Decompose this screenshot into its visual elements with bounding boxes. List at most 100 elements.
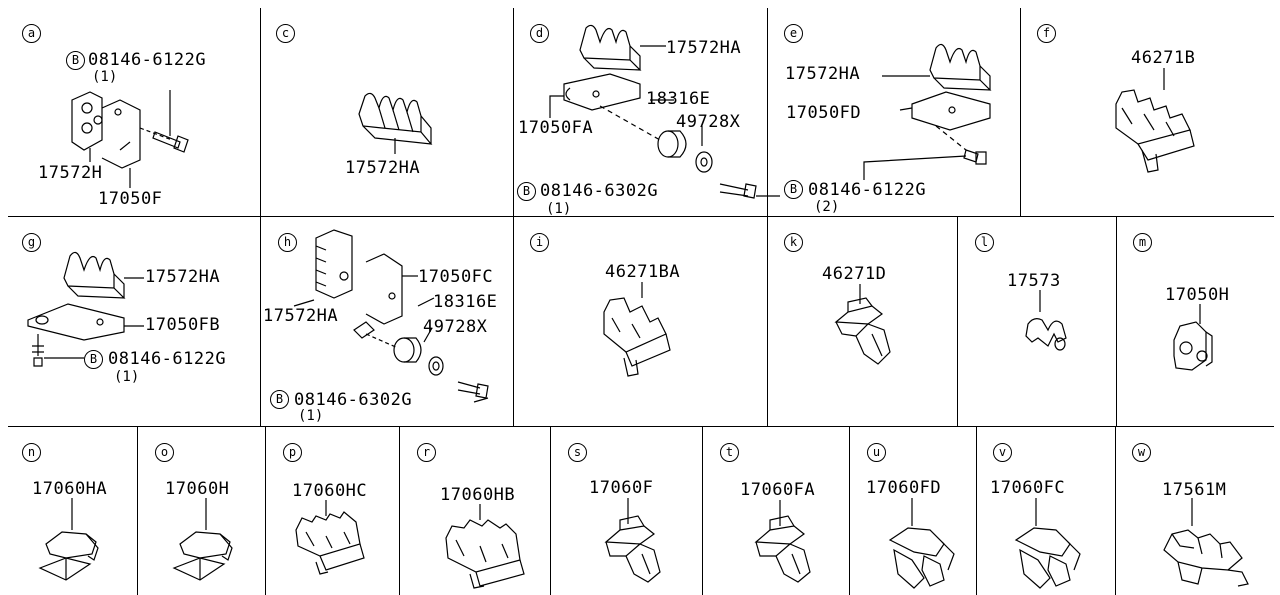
fuel-tube-clip-icon bbox=[1014, 498, 1081, 589]
part-quantity: (1) bbox=[114, 369, 140, 385]
part-quantity: (2) bbox=[814, 199, 840, 215]
section-badge-o: o bbox=[155, 443, 174, 462]
part-number-bolt[interactable]: 08146-6122G bbox=[88, 50, 207, 70]
part-number-17572HA[interactable]: 17572HA bbox=[345, 158, 421, 178]
fuel-tube-clip-icon bbox=[604, 498, 661, 583]
grid-line bbox=[137, 426, 138, 595]
part-number-49728X[interactable]: 49728X bbox=[423, 317, 488, 337]
section-badge-e: e bbox=[784, 24, 803, 43]
clamp-bracket-icon bbox=[27, 251, 144, 367]
part-number-17060HC[interactable]: 17060HC bbox=[292, 481, 368, 501]
part-number-17050FA[interactable]: 17050FA bbox=[518, 118, 594, 138]
part-number-17573[interactable]: 17573 bbox=[1007, 271, 1061, 291]
part-number-bolt[interactable]: 08146-6302G bbox=[540, 181, 659, 201]
clamp-bracket-icon bbox=[71, 90, 189, 188]
grid-line bbox=[550, 426, 551, 595]
part-number-17060HB[interactable]: 17060HB bbox=[440, 485, 516, 505]
grid-line bbox=[702, 426, 703, 595]
part-quantity: (1) bbox=[546, 201, 572, 217]
part-number-17050F[interactable]: 17050F bbox=[98, 189, 163, 209]
bolt-b-icon: B bbox=[784, 180, 803, 199]
part-quantity: (1) bbox=[92, 69, 118, 85]
section-badge-w: w bbox=[1132, 443, 1151, 462]
part-number-46271D[interactable]: 46271D bbox=[822, 264, 887, 284]
part-number-17561M[interactable]: 17561M bbox=[1162, 480, 1227, 500]
grid-line bbox=[767, 8, 768, 216]
fuel-tube-clip-icon bbox=[888, 498, 955, 589]
part-number-17572HA[interactable]: 17572HA bbox=[145, 267, 221, 287]
fuel-tube-clip-icon bbox=[295, 500, 365, 575]
grid-line bbox=[767, 216, 768, 426]
part-quantity: (1) bbox=[298, 408, 324, 424]
grid-line bbox=[513, 216, 514, 426]
section-badge-l: l bbox=[975, 233, 994, 252]
grid-line bbox=[957, 216, 958, 426]
clamp-bracket-icon bbox=[293, 229, 489, 403]
fuel-tube-clip-icon bbox=[445, 504, 525, 589]
section-badge-v: v bbox=[993, 443, 1012, 462]
grid-line bbox=[1020, 8, 1021, 216]
section-badge-h: h bbox=[278, 233, 297, 252]
part-number-17572H[interactable]: 17572H bbox=[38, 163, 103, 183]
part-number-17060H[interactable]: 17060H bbox=[165, 479, 230, 499]
part-number-17050FB[interactable]: 17050FB bbox=[145, 315, 221, 335]
grid-line bbox=[265, 426, 266, 595]
part-number-18316E[interactable]: 18316E bbox=[433, 292, 498, 312]
grid-line bbox=[8, 216, 1274, 217]
section-badge-d: d bbox=[530, 24, 549, 43]
grid-line bbox=[8, 426, 1274, 427]
fuel-tube-clip-icon bbox=[1163, 498, 1249, 587]
bolt-b-icon: B bbox=[270, 390, 289, 409]
part-number-17060FD[interactable]: 17060FD bbox=[866, 478, 942, 498]
fuel-tube-clip-icon bbox=[1173, 304, 1213, 371]
part-number-bolt[interactable]: 08146-6122G bbox=[808, 180, 927, 200]
part-number-17572HA[interactable]: 17572HA bbox=[666, 38, 742, 58]
part-number-49728X[interactable]: 49728X bbox=[676, 112, 741, 132]
part-number-17572HA[interactable]: 17572HA bbox=[785, 64, 861, 84]
clamp-bracket-icon bbox=[863, 43, 992, 180]
bolt-b-icon: B bbox=[517, 182, 536, 201]
section-badge-c: c bbox=[276, 24, 295, 43]
grid-line bbox=[976, 426, 977, 595]
part-number-bolt[interactable]: 08146-6122G bbox=[108, 349, 227, 369]
part-number-17060FA[interactable]: 17060FA bbox=[740, 480, 816, 500]
fuel-tube-clip-icon bbox=[603, 282, 671, 377]
fuel-tube-clip-icon bbox=[1025, 290, 1067, 351]
bolt-b-icon: B bbox=[66, 51, 85, 70]
part-number-18316E[interactable]: 18316E bbox=[646, 89, 711, 109]
section-badge-m: m bbox=[1133, 233, 1152, 252]
section-badge-s: s bbox=[568, 443, 587, 462]
section-badge-u: u bbox=[867, 443, 886, 462]
section-badge-n: n bbox=[22, 443, 41, 462]
part-number-17060F[interactable]: 17060F bbox=[589, 478, 654, 498]
part-number-bolt[interactable]: 08146-6302G bbox=[294, 390, 413, 410]
part-number-17050FD[interactable]: 17050FD bbox=[786, 103, 862, 123]
part-number-46271B[interactable]: 46271B bbox=[1131, 48, 1196, 68]
grid-line bbox=[260, 8, 261, 216]
section-badge-p: p bbox=[283, 443, 302, 462]
part-number-17050H[interactable]: 17050H bbox=[1165, 285, 1230, 305]
fuel-tube-clip-icon bbox=[834, 284, 891, 365]
section-badge-a: a bbox=[22, 24, 41, 43]
part-number-17060HA[interactable]: 17060HA bbox=[32, 479, 108, 499]
grid-line bbox=[1116, 216, 1117, 426]
fuel-tube-clip-icon bbox=[38, 498, 99, 581]
section-badge-r: r bbox=[417, 443, 436, 462]
section-badge-k: k bbox=[784, 233, 803, 252]
part-number-17060FC[interactable]: 17060FC bbox=[990, 478, 1066, 498]
bolt-b-icon: B bbox=[84, 350, 103, 369]
fuel-tube-clip-icon bbox=[172, 498, 233, 581]
fuel-tube-clip-icon bbox=[1115, 68, 1195, 173]
fuel-tube-clip-icon bbox=[754, 500, 811, 583]
grid-line bbox=[399, 426, 400, 595]
part-number-46271BA[interactable]: 46271BA bbox=[605, 262, 681, 282]
part-number-17050FC[interactable]: 17050FC bbox=[418, 267, 494, 287]
section-badge-i: i bbox=[530, 233, 549, 252]
section-badge-g: g bbox=[22, 233, 41, 252]
section-badge-f: f bbox=[1037, 24, 1056, 43]
clamp-bracket-icon bbox=[549, 24, 780, 199]
section-badge-t: t bbox=[720, 443, 739, 462]
part-number-17572HA[interactable]: 17572HA bbox=[263, 306, 339, 326]
grid-line bbox=[260, 216, 261, 426]
